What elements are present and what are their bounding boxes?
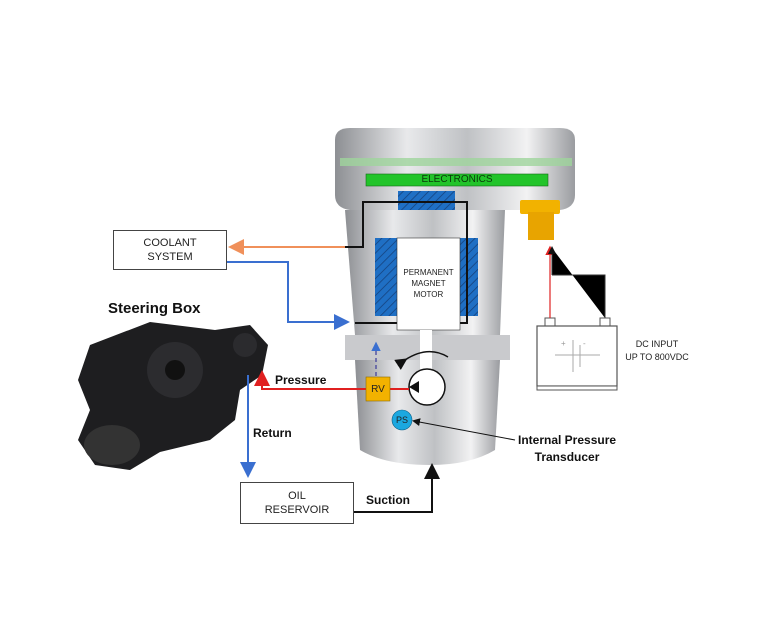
transducer-leader [412, 418, 516, 441]
rv-label: RV [371, 384, 385, 395]
motor-label-line: PERMANENT [403, 268, 454, 277]
motor-label: PERMANENT MAGNET MOTOR [397, 267, 460, 300]
electronics-bar [365, 173, 549, 187]
transducer-label-line: Internal Pressure [518, 433, 617, 447]
oil-reservoir-box: OIL RESERVOIR [240, 482, 354, 524]
pressure-line [254, 370, 409, 390]
coolant-system-box: COOLANT SYSTEM [113, 230, 227, 270]
reservoir-label-line: OIL [288, 490, 306, 502]
magnet-right [460, 238, 478, 316]
motor-box [396, 237, 461, 331]
motor-label-line: MOTOR [413, 290, 444, 299]
rv-valve [365, 376, 391, 402]
magnet-left [375, 238, 399, 316]
coolant-label-line: SYSTEM [147, 251, 193, 263]
rotation-arrow [394, 351, 449, 370]
magnet-top [398, 191, 455, 210]
ps-label: PS [395, 415, 408, 425]
reservoir-label-line: RESERVOIR [264, 504, 330, 516]
motor-label-line: MAGNET [411, 279, 446, 288]
pressure-label: Pressure [275, 373, 327, 387]
shaft [420, 330, 432, 372]
suction-line [352, 463, 440, 513]
steering-box-title: Steering Box [108, 300, 201, 317]
electronics-label: ELECTRONICS [421, 174, 493, 185]
battery-minus: - [583, 339, 586, 348]
steering-box-image [78, 322, 268, 470]
battery-icon [536, 317, 618, 391]
dc-input-line: UP TO 800VDC [625, 352, 689, 362]
return-label: Return [253, 426, 292, 440]
suction-label: Suction [366, 493, 410, 507]
coolant-in-arrow [225, 261, 350, 330]
dc-input-label: DC INPUT UP TO 800VDC [622, 338, 692, 364]
dc-input-line: DC INPUT [635, 339, 679, 349]
coolant-label-line: COOLANT [143, 237, 197, 249]
transducer-label: Internal Pressure Transducer [518, 432, 616, 466]
power-connector [520, 200, 560, 214]
transducer-label-line: Transducer [534, 450, 600, 464]
battery-plus: + [561, 339, 566, 348]
ps-sensor [391, 409, 413, 431]
